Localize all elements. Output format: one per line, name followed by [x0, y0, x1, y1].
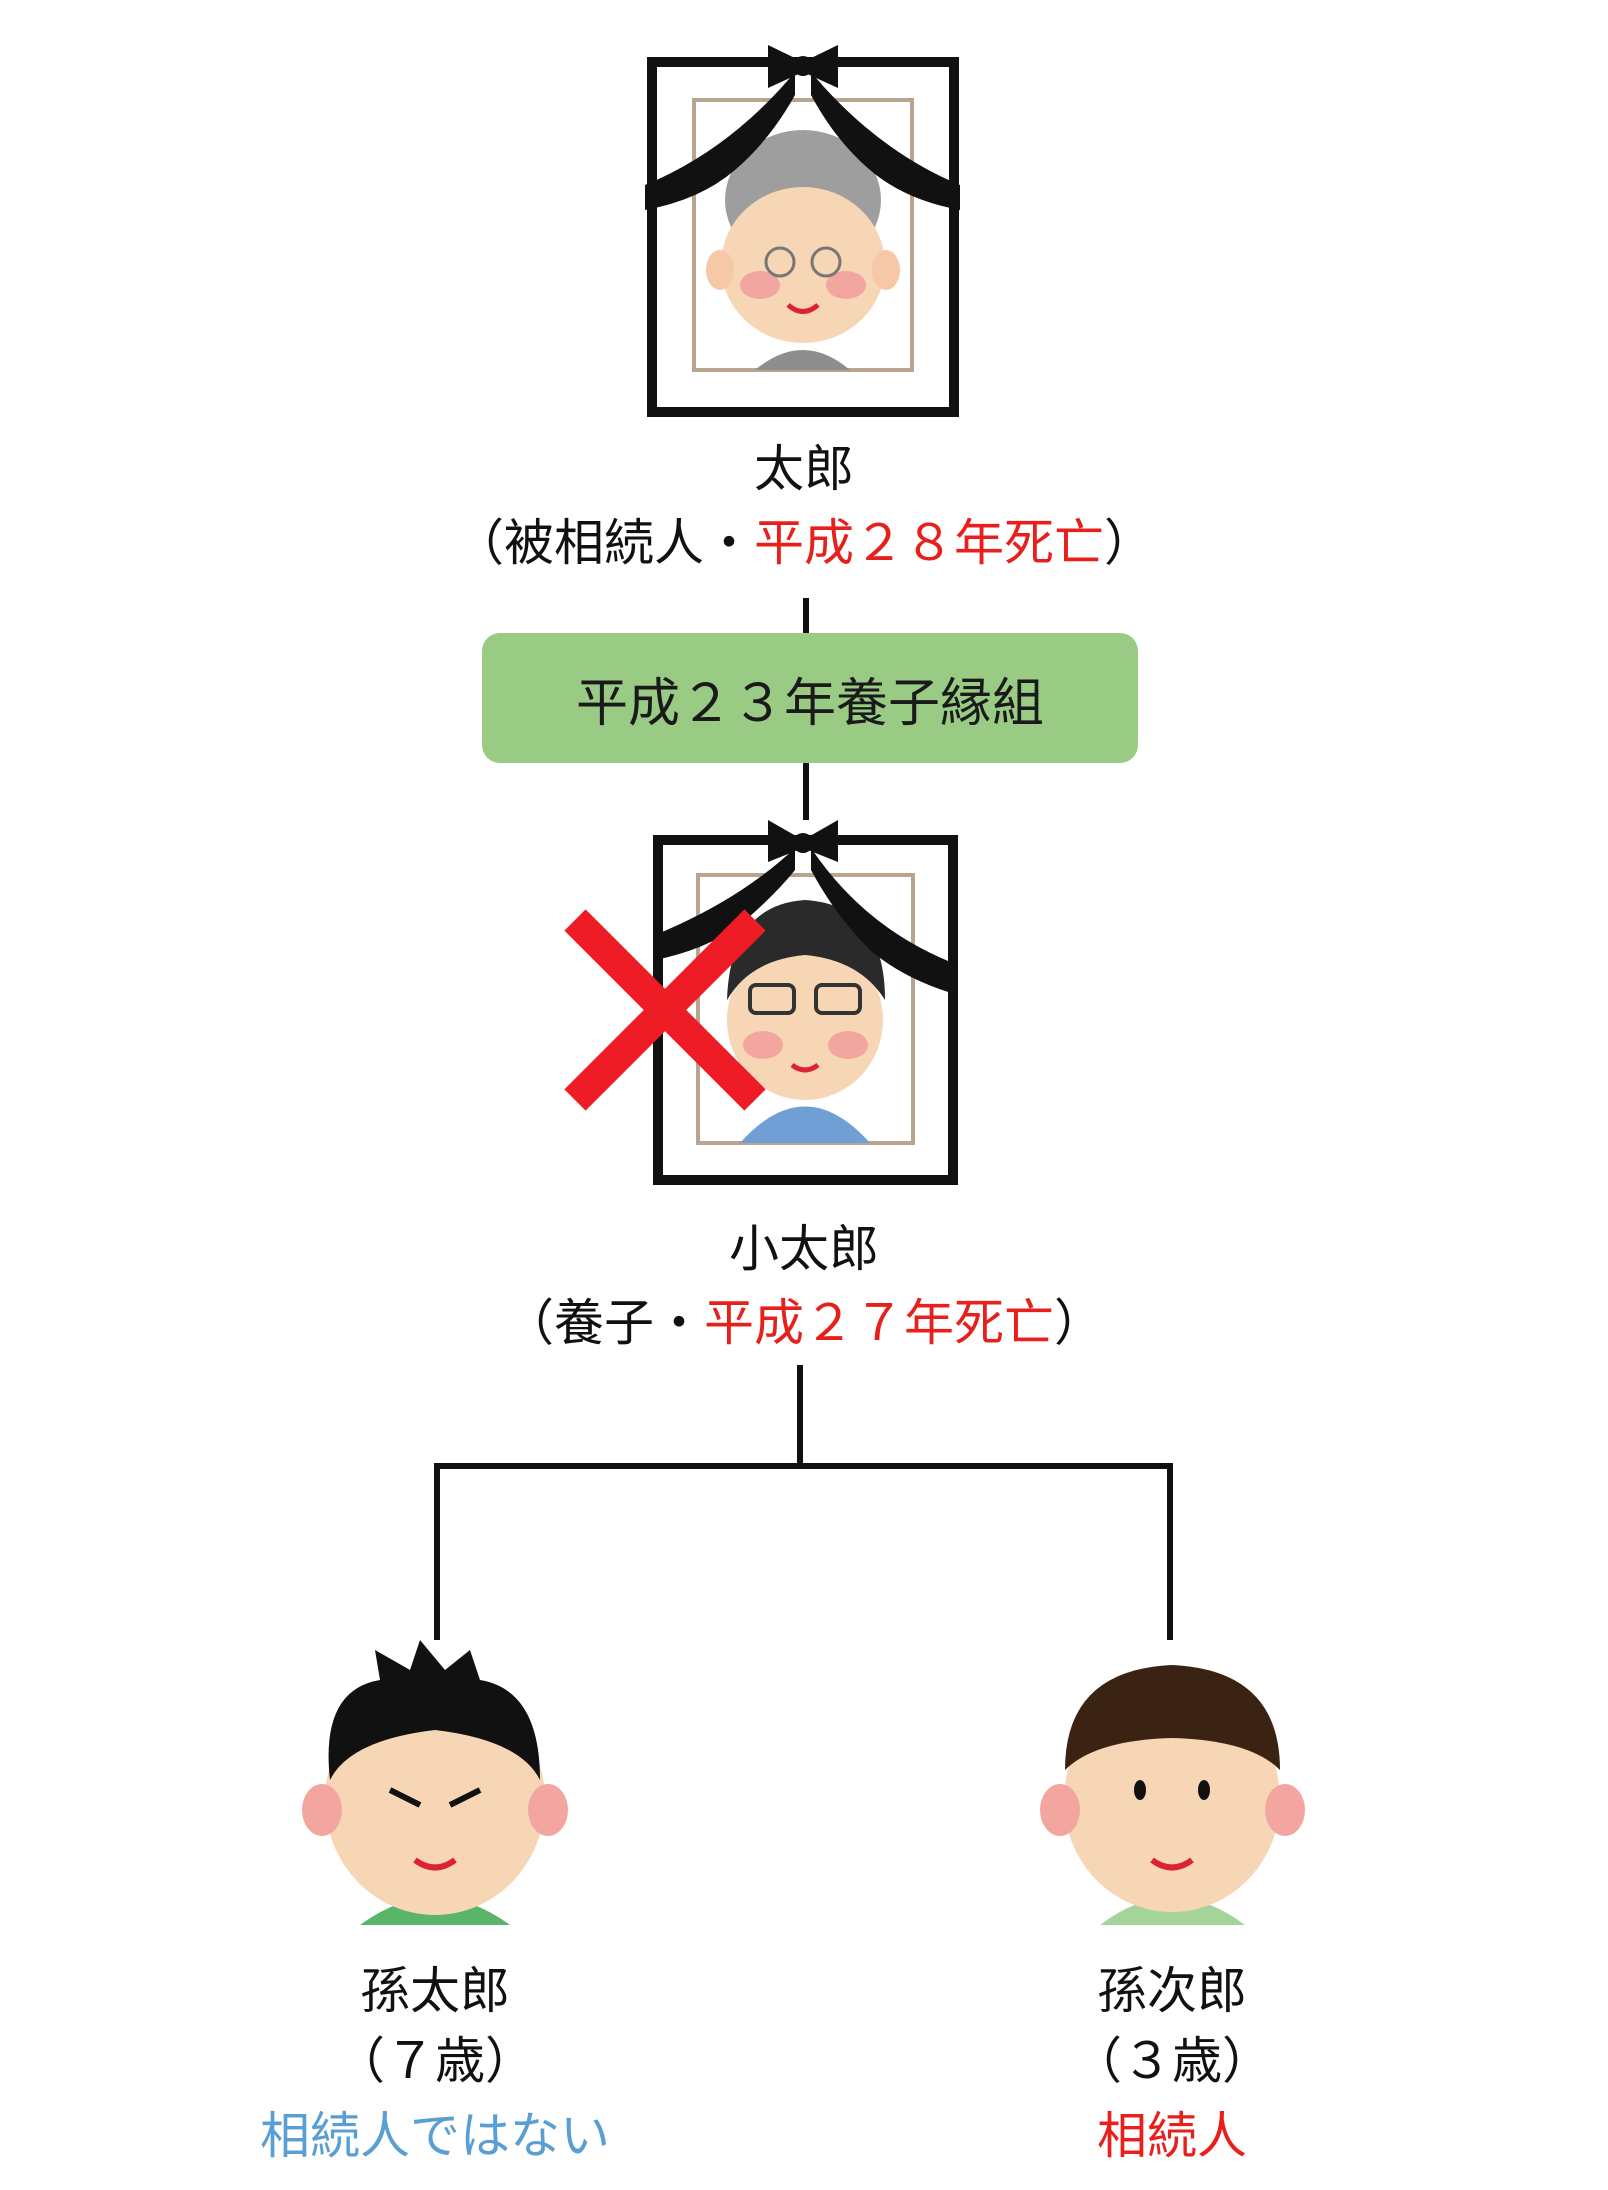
grandson-1-name: 孫太郎	[235, 1960, 635, 2023]
adoption-label: 平成２３年養子縁組	[576, 661, 1044, 736]
adoption-box: 平成２３年養子縁組	[482, 633, 1138, 763]
grandson-2-age: （３歳）	[972, 2030, 1372, 2093]
grandson-2-status: 相続人	[972, 2105, 1372, 2168]
adopted-son-detail-open: （養子・	[504, 1294, 704, 1352]
grandfather-detail-open: （被相続人・	[454, 514, 754, 572]
grandfather-name: 太郎	[0, 438, 1608, 501]
adopted-son-death-year: 平成２７年死亡	[704, 1294, 1054, 1352]
adopted-son-detail-close: ）	[1054, 1294, 1104, 1352]
grandson-1-age: （７歳）	[235, 2030, 635, 2093]
adopted-son-name: 小太郎	[0, 1218, 1608, 1281]
grandfather-death-year: 平成２８年死亡	[754, 514, 1104, 572]
grandfather-detail: （被相続人・平成２８年死亡）	[0, 512, 1608, 575]
adopted-son-detail: （養子・平成２７年死亡）	[0, 1292, 1608, 1355]
grandfather-detail-close: ）	[1104, 514, 1154, 572]
grandson-2-name: 孫次郎	[972, 1960, 1372, 2023]
grandson-1-status: 相続人ではない	[185, 2105, 685, 2168]
